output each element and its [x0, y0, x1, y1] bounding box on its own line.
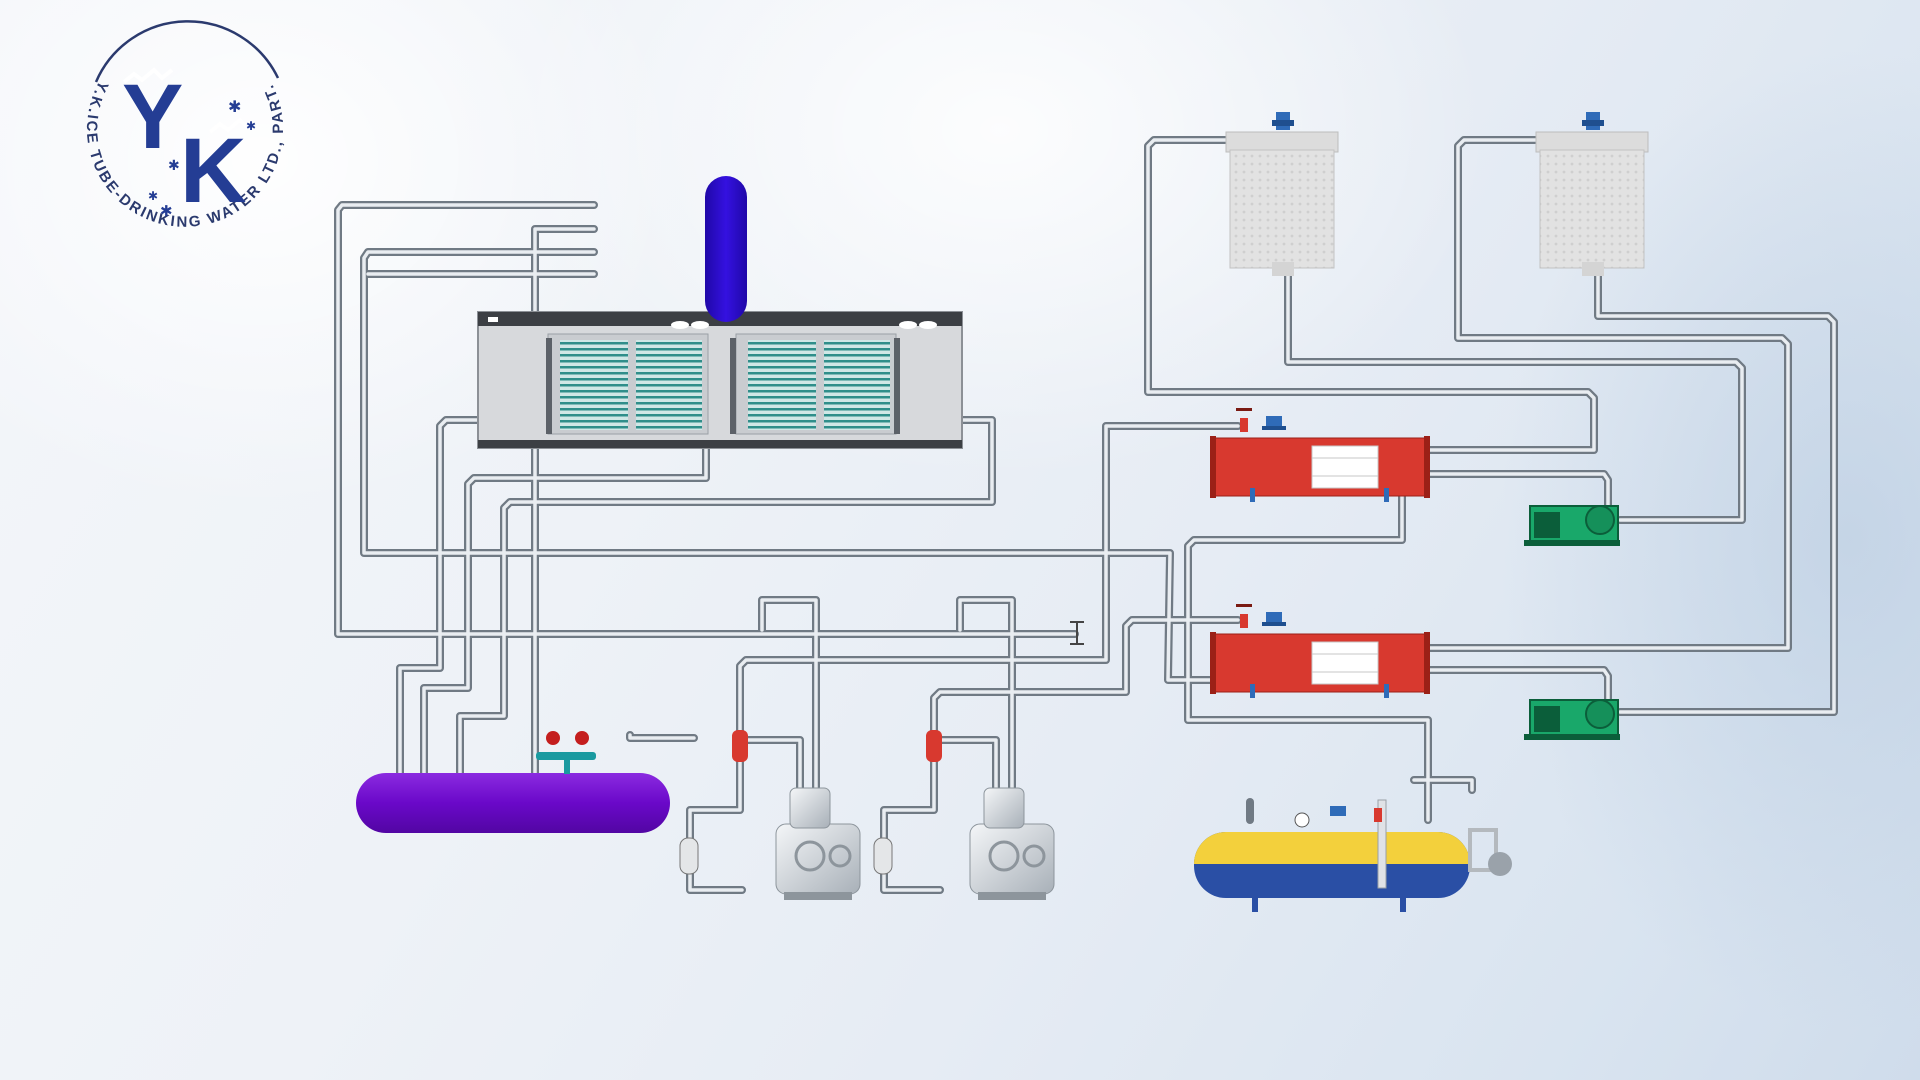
- snowflake-icon: ✱: [168, 157, 180, 173]
- pipe-runs-left-inner: [336, 203, 1474, 892]
- pipe-network: [334, 136, 1838, 894]
- pressure-gauge-icon: [1294, 806, 1346, 828]
- snowflake-icon: ✱: [246, 119, 256, 133]
- compressor-1[interactable]: [775, 787, 861, 900]
- safety-valve-icon: [1236, 604, 1252, 628]
- water-pump-2[interactable]: [1524, 699, 1620, 740]
- motor-icon: [1272, 112, 1294, 130]
- compressor-2[interactable]: [969, 787, 1055, 900]
- logo-letter-y: Y: [122, 66, 183, 168]
- filter-icon: [926, 730, 942, 762]
- evaporative-condenser[interactable]: [477, 311, 963, 449]
- logo-arc: [94, 20, 280, 83]
- logo-letter-k: K: [180, 120, 246, 222]
- fin-coil-left: [560, 340, 702, 430]
- vertical-separator[interactable]: [705, 176, 747, 322]
- cooling-tower-1[interactable]: [1225, 112, 1339, 276]
- safety-valve-icon: [1374, 808, 1382, 822]
- snowflake-icon: ✱: [148, 189, 158, 203]
- pressure-gauge-icon: [1262, 612, 1286, 626]
- motor-icon: [1582, 112, 1604, 130]
- logo-snowcap: [122, 67, 174, 84]
- safety-valve-icon: [1236, 408, 1252, 432]
- oil-collector[interactable]: [1194, 799, 1512, 912]
- gate-valve-icon[interactable]: [1070, 621, 1084, 645]
- filter-icon: [732, 730, 748, 762]
- oil-filter-icon: [679, 837, 699, 875]
- snowflake-icon: ✱: [228, 99, 241, 116]
- valve-icon: [536, 731, 596, 774]
- fan-icon: [899, 321, 937, 329]
- shell-tube-condenser-2[interactable]: [1210, 604, 1430, 698]
- oil-filter-icon: [873, 837, 893, 875]
- fin-coil-right: [748, 340, 890, 430]
- snowflake-icon: ✱: [160, 203, 173, 220]
- pipe-runs-right-inner: [1146, 138, 1836, 714]
- cooling-tower-2[interactable]: [1535, 112, 1649, 276]
- shell-tube-condenser-1[interactable]: [1210, 408, 1430, 502]
- company-logo: Y.K.ICE TUBE-DRINKING WATER LTD., PART. …: [83, 20, 285, 231]
- level-gauge-icon: [1468, 828, 1512, 876]
- logo-snowcap-k: [208, 117, 250, 134]
- liquid-receiver[interactable]: [356, 731, 670, 833]
- water-pump-1[interactable]: [1524, 505, 1620, 546]
- pressure-gauge-icon: [1262, 416, 1286, 430]
- fan-icon: [671, 321, 709, 329]
- indicator-light: [488, 317, 498, 322]
